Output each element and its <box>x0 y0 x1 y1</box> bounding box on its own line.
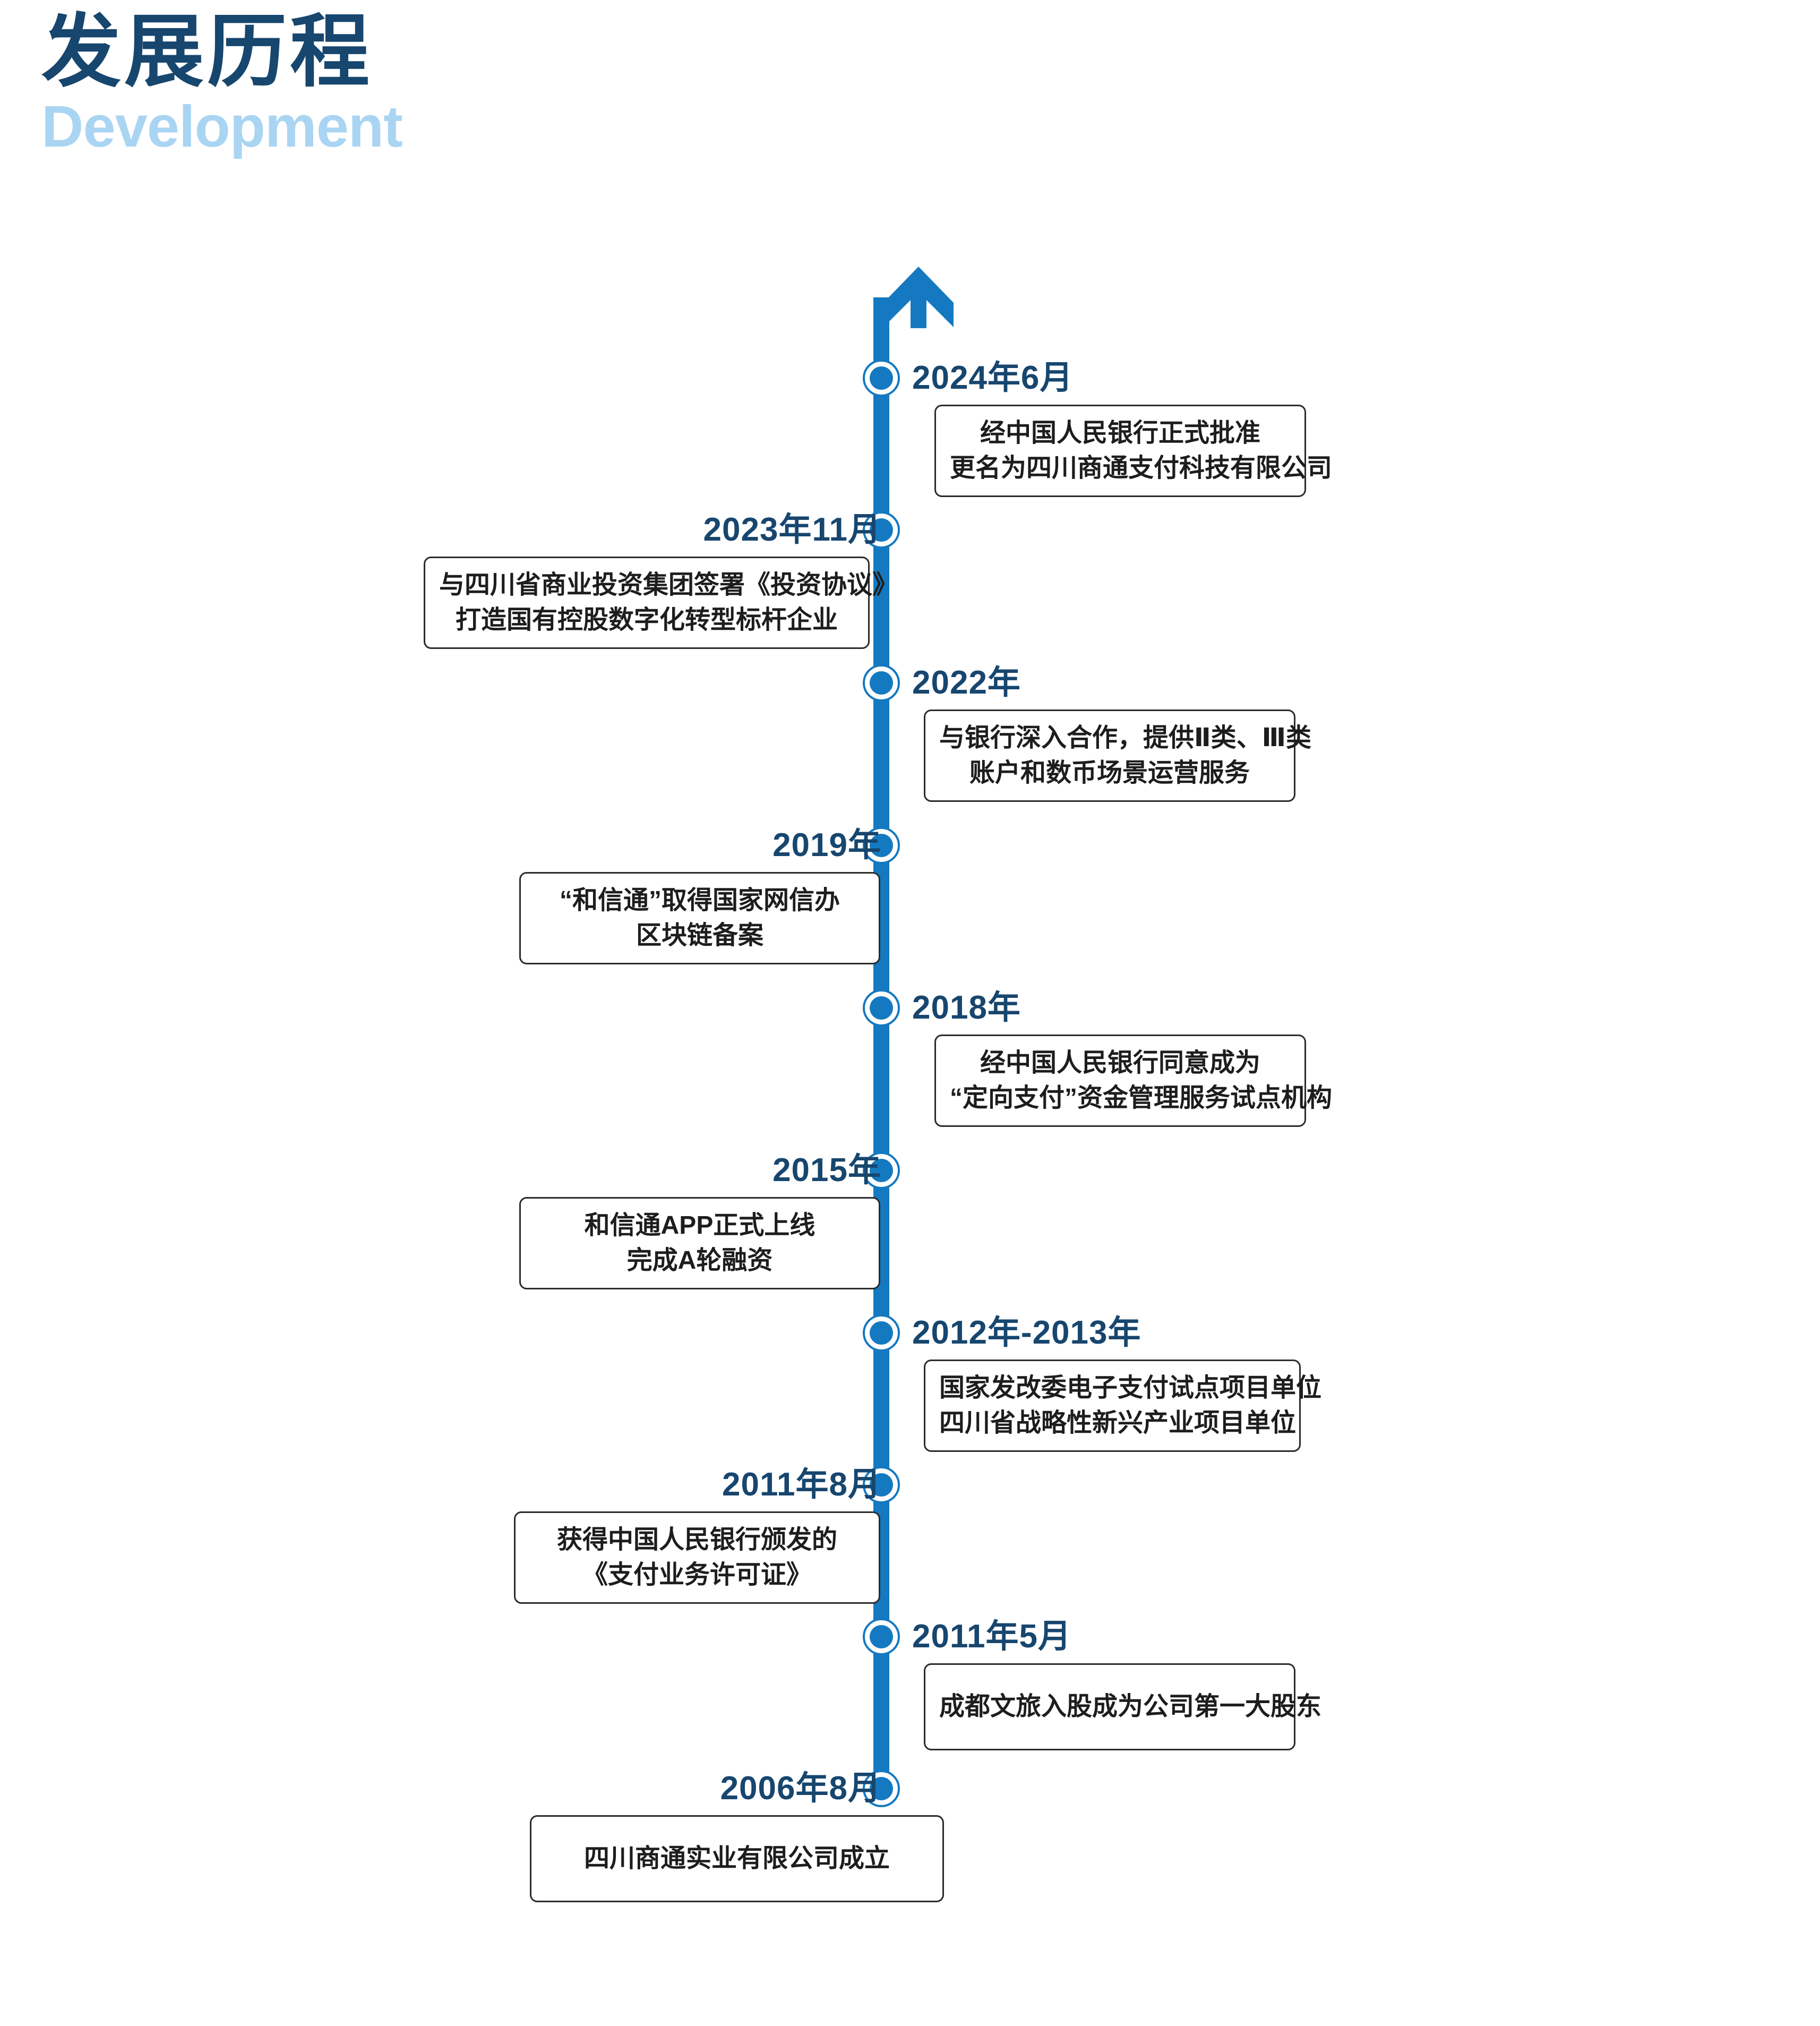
event-date-label: 2023年11月 <box>703 511 881 548</box>
event-description-line: 与银行深入合作，提供Ⅱ类、Ⅲ类 <box>939 724 1311 752</box>
event-description-line: 更名为四川商通支付科技有限公司 <box>950 454 1333 483</box>
ring-dot-icon <box>861 1617 902 1657</box>
event-description-line: 国家发改委电子支付试点项目单位 <box>939 1374 1322 1402</box>
event-description-box: 国家发改委电子支付试点项目单位四川省战略性新兴产业项目单位 <box>924 1360 1322 1452</box>
event-description-line: 获得中国人民银行颁发的 <box>556 1526 837 1554</box>
event-description-line: “定向支付”资金管理服务试点机构 <box>950 1084 1333 1113</box>
event-description-line: 完成A轮融资 <box>626 1246 773 1275</box>
event-description-line: 成都文旅入股成为公司第一大股东 <box>939 1692 1322 1721</box>
page-title: 发展历程 <box>41 7 373 96</box>
event-description-line: 四川省战略性新兴产业项目单位 <box>939 1409 1297 1438</box>
event-description-line: 《支付业务许可证》 <box>582 1561 812 1589</box>
event-date-label: 2011年8月 <box>722 1466 881 1503</box>
event-description-box: 四川商通实业有限公司成立 <box>530 1815 944 1903</box>
ring-dot-icon <box>861 988 902 1028</box>
event-date-label: 2022年 <box>912 664 1021 701</box>
event-description-line: 区块链备案 <box>636 921 763 950</box>
event-description-box: 获得中国人民银行颁发的《支付业务许可证》 <box>514 1511 880 1604</box>
event-description-line: 账户和数币场景运营服务 <box>969 759 1250 788</box>
event-description-line: 打造国有控股数字化转型标杆企业 <box>455 606 838 635</box>
ring-dot-icon <box>861 663 902 703</box>
event-description-box: 成都文旅入股成为公司第一大股东 <box>924 1663 1322 1751</box>
event-description-box: 与四川省商业投资集团签署《投资协议》打造国有控股数字化转型标杆企业 <box>424 557 898 649</box>
event-description-line: “和信通”取得国家网信办 <box>559 886 840 914</box>
event-date-label: 2019年 <box>772 827 881 864</box>
event-description-line: 与四川省商业投资集团签署《投资协议》 <box>439 571 898 599</box>
event-date-label: 2011年5月 <box>912 1618 1071 1655</box>
event-date-label: 2006年8月 <box>720 1770 881 1807</box>
ring-dot-icon <box>861 825 902 866</box>
page-header: 发展历程 Development <box>41 12 679 156</box>
event-description-box: 与银行深入合作，提供Ⅱ类、Ⅲ类账户和数币场景运营服务 <box>924 709 1311 802</box>
event-description-box: 经中国人民银行同意成为 “定向支付”资金管理服务试点机构 <box>934 1035 1333 1127</box>
event-description-box: 经中国人民银行正式批准更名为四川商通支付科技有限公司 <box>934 405 1333 498</box>
event-description-line: 四川商通实业有限公司成立 <box>583 1844 890 1873</box>
ring-dot-icon <box>861 1150 902 1191</box>
event-description-line: 和信通APP正式上线 <box>584 1211 815 1239</box>
event-date-label: 2015年 <box>772 1152 881 1189</box>
page-subtitle: Development <box>41 94 403 159</box>
event-date-label: 2024年6月 <box>912 360 1074 396</box>
event-date-label: 2018年 <box>912 989 1021 1026</box>
event-description-line: 经中国人民银行同意成为 <box>980 1049 1260 1077</box>
ring-dot-icon <box>861 1313 902 1353</box>
event-date-label: 2012年-2013年 <box>912 1314 1141 1351</box>
ring-dot-icon <box>861 1768 902 1809</box>
event-description-box: 和信通APP正式上线完成A轮融资 <box>519 1197 880 1290</box>
event-description-line: 经中国人民银行正式批准 <box>980 419 1260 447</box>
ring-dot-icon <box>861 1465 902 1505</box>
ring-dot-icon <box>861 510 902 550</box>
event-description-box: “和信通”取得国家网信办区块链备案 <box>519 872 880 965</box>
ring-dot-icon <box>861 358 902 398</box>
